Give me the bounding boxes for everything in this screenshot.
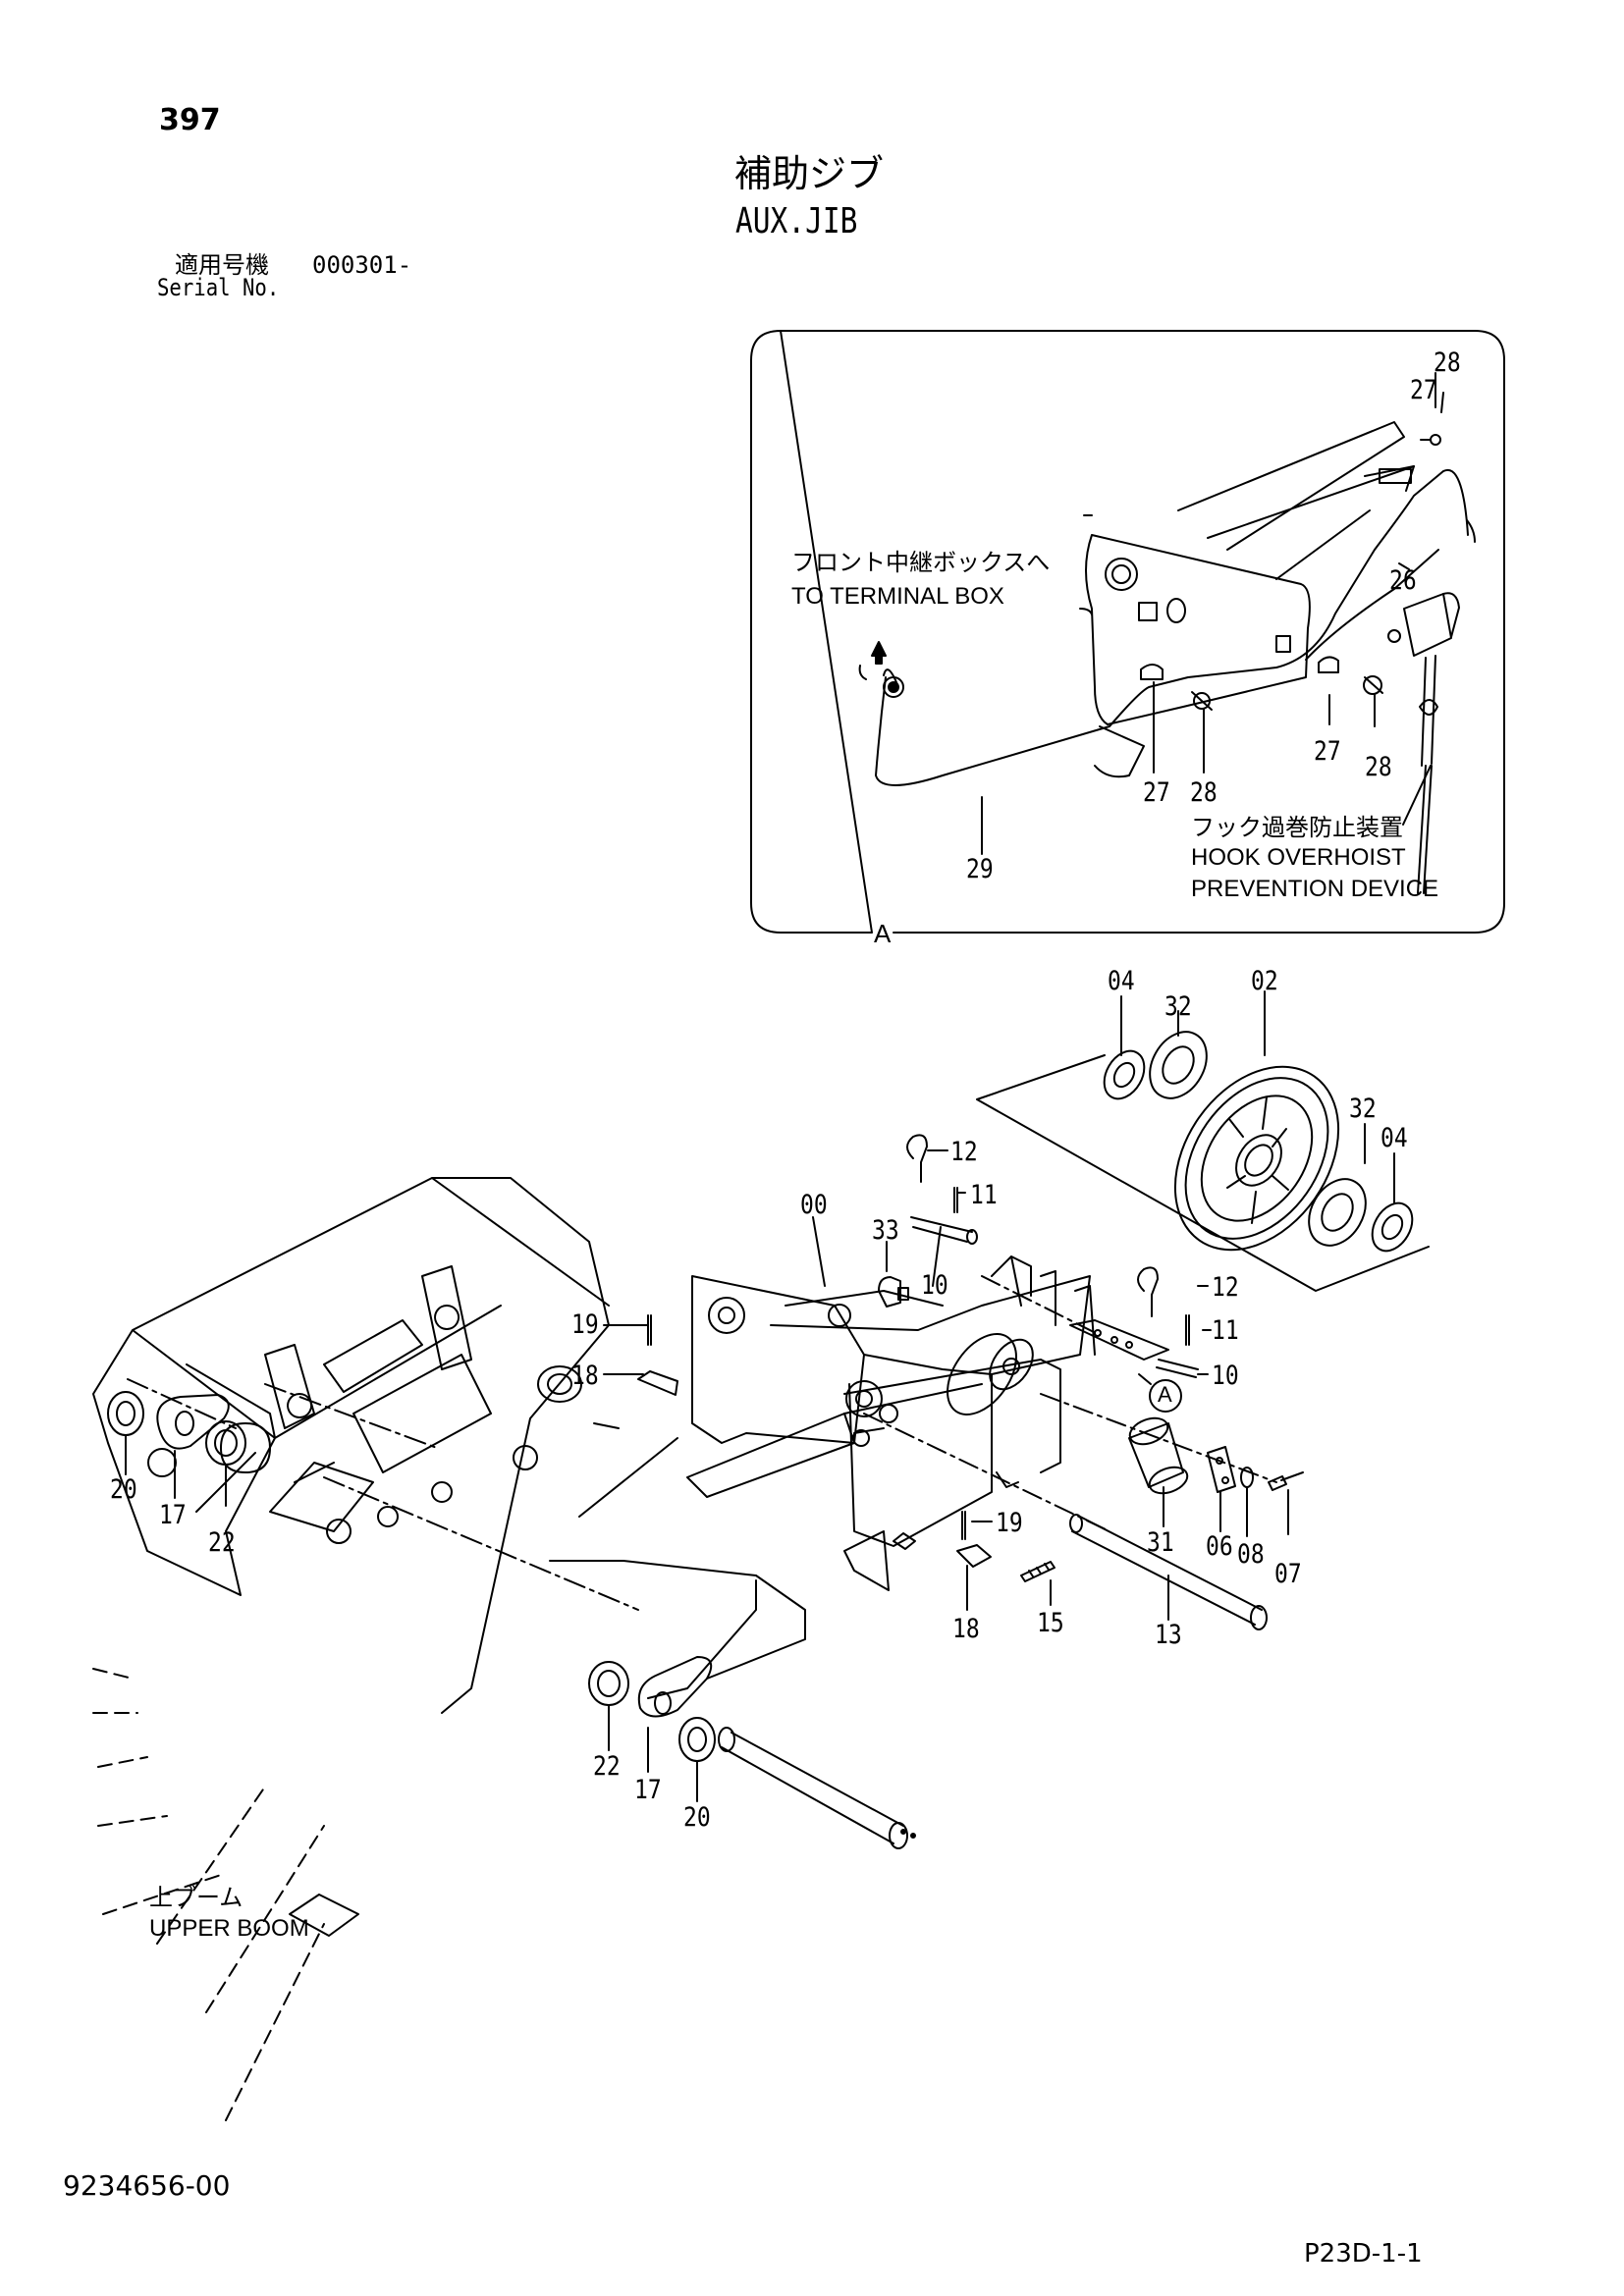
r-pin-12-upper xyxy=(907,1135,927,1182)
bearing-32-right xyxy=(1297,1169,1377,1255)
hook-device-label-english-2: PREVENTION DEVICE xyxy=(1191,876,1439,902)
part-callout: 10 xyxy=(1212,1361,1239,1391)
plate-17-lower xyxy=(639,1657,711,1717)
washer-20-lower xyxy=(679,1718,715,1761)
bearing-22-upper xyxy=(206,1421,245,1465)
upper-boom-label-english: UPPER BOOM xyxy=(149,1915,309,1942)
upper-boom xyxy=(93,1178,609,1713)
view-a-marker-label: A xyxy=(1158,1382,1172,1407)
part-callout: 33 xyxy=(872,1215,899,1246)
terminal-plug xyxy=(884,677,903,697)
serial-label-japanese: 適用号機 xyxy=(175,251,269,279)
hook-device-label-english-1: HOOK OVERHOIST xyxy=(1191,844,1406,871)
part-callout: 17 xyxy=(634,1775,662,1805)
detail-callout: 26 xyxy=(1389,565,1417,596)
part-callout: 13 xyxy=(1155,1620,1182,1650)
hook-device-label-japanese: フック過巻防止装置 xyxy=(1191,815,1403,841)
bearing-32-left xyxy=(1138,1022,1218,1108)
part-callout: 20 xyxy=(683,1802,711,1833)
grease-fitting-33 xyxy=(879,1277,908,1307)
page-number: 397 xyxy=(159,103,221,137)
part-callout: 32 xyxy=(1349,1094,1377,1124)
document-number: 9234656-00 xyxy=(63,2169,231,2202)
page-code: P23D-1-1 xyxy=(1304,2239,1423,2269)
jib-bracket-00 xyxy=(687,1256,1095,1590)
detail-callout: 28 xyxy=(1190,777,1218,808)
part-callout: 32 xyxy=(1164,991,1192,1022)
r-pin-12-right xyxy=(1138,1267,1158,1316)
part-callout: 07 xyxy=(1274,1559,1302,1589)
part-callout: 04 xyxy=(1108,966,1135,996)
bushing-31 xyxy=(1126,1414,1191,1498)
plate-06 xyxy=(1208,1447,1235,1492)
detail-callout: 29 xyxy=(966,854,994,884)
detail-callout: 27 xyxy=(1143,777,1170,808)
part-callout: 12 xyxy=(1212,1272,1239,1303)
detail-bracket-plate xyxy=(1086,535,1310,724)
part-callout: 02 xyxy=(1251,966,1278,996)
part-callout: 06 xyxy=(1206,1531,1233,1562)
detail-a-view-label: A xyxy=(874,919,892,948)
part-callout: 17 xyxy=(159,1500,187,1530)
hook-overhoist-device xyxy=(1404,594,1451,656)
detail-a-frame xyxy=(751,331,1504,933)
part-callout: 31 xyxy=(1147,1527,1174,1558)
part-callout: 11 xyxy=(970,1180,998,1210)
part-callout: 18 xyxy=(571,1361,599,1391)
terminal-arrow xyxy=(872,642,886,664)
serial-label-english: Serial No. xyxy=(157,274,280,301)
detail-jib-beam xyxy=(1178,422,1414,579)
washer-04-right xyxy=(1364,1196,1420,1257)
detail-callout: 27 xyxy=(1410,375,1437,405)
pin-11-upper xyxy=(954,1188,957,1212)
part-callout: 00 xyxy=(800,1190,828,1220)
part-callout: 22 xyxy=(208,1527,236,1558)
washer-04-left xyxy=(1096,1043,1152,1105)
part-callout: 11 xyxy=(1212,1315,1239,1346)
part-callout: 15 xyxy=(1037,1608,1064,1638)
view-a-marker-circle xyxy=(1150,1380,1181,1412)
washer-20-upper xyxy=(108,1392,143,1435)
spring-pin-15 xyxy=(1021,1562,1055,1581)
page-title-english: AUX.JIB xyxy=(735,201,858,241)
detail-callout: 27 xyxy=(1314,736,1341,767)
detail-callout: 28 xyxy=(1365,752,1392,782)
cable-29 xyxy=(876,470,1468,785)
part-callout: 12 xyxy=(950,1137,978,1167)
part-callout: 19 xyxy=(571,1309,599,1340)
terminal-box-label-japanese: フロント中継ボックスへ xyxy=(791,550,1051,576)
bolt-07 xyxy=(1269,1472,1303,1490)
terminal-box-label-english: TO TERMINAL BOX xyxy=(791,583,1004,610)
part-callout: 22 xyxy=(593,1751,621,1782)
bearing-22-lower xyxy=(589,1662,628,1705)
serial-value: 000301- xyxy=(312,251,412,279)
boom-foot-pin xyxy=(719,1728,915,1848)
part-callout: 10 xyxy=(921,1270,948,1301)
part-callout: 08 xyxy=(1237,1539,1265,1570)
part-callout: 04 xyxy=(1380,1123,1408,1153)
detail-callout: 28 xyxy=(1434,347,1461,378)
pin-13 xyxy=(1070,1515,1267,1629)
page-title-japanese: 補助ジブ xyxy=(734,152,885,195)
part-callout: 20 xyxy=(110,1474,137,1505)
upper-boom-label-japanese: 上ブーム xyxy=(149,1885,244,1911)
part-callout: 18 xyxy=(952,1614,980,1644)
plate-17-upper xyxy=(157,1395,228,1449)
part-callout: 19 xyxy=(996,1508,1023,1538)
